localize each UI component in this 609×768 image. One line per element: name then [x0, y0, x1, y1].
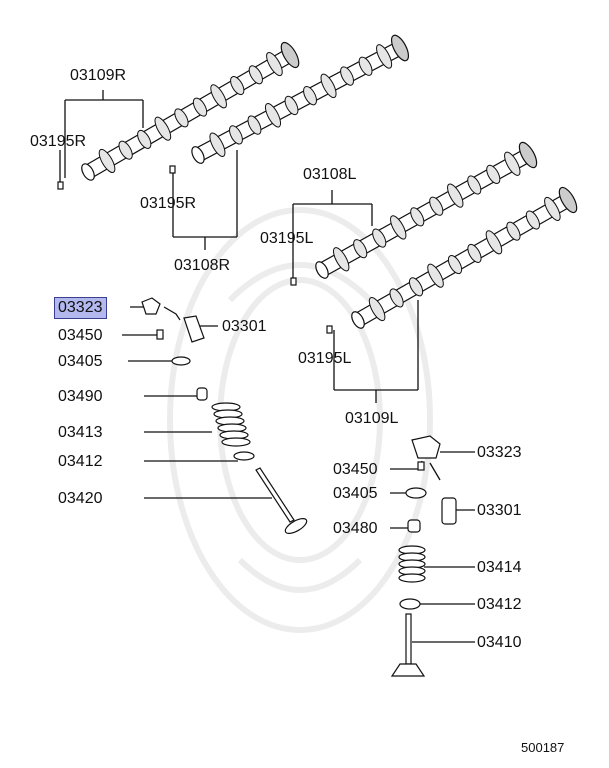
label-pin-r-a: 03195R — [30, 133, 87, 150]
label-pin-r-b: 03195R — [140, 195, 197, 212]
retainer-right — [405, 487, 427, 499]
label-spring-right: 03414 — [477, 559, 522, 576]
label-retainer-right: 03405 — [333, 485, 378, 502]
rocker-arm-right — [411, 435, 441, 459]
label-retainer-left: 03405 — [58, 353, 103, 370]
seat-right — [399, 598, 421, 610]
label-spring-left: 03413 — [58, 424, 103, 441]
valve-right-stem — [405, 613, 412, 665]
pin-03195r-mid — [169, 165, 176, 174]
spring-left — [211, 402, 251, 447]
pin-03195r-left — [57, 181, 64, 190]
label-seal-right: 03480 — [333, 520, 378, 537]
label-valve-left: 03420 — [58, 490, 103, 507]
label-cam-r-b: 03108R — [174, 257, 231, 274]
label-cam-l-a: 03108L — [303, 166, 357, 183]
rocker-arm-left — [141, 297, 161, 315]
label-cam-l-b: 03109L — [345, 410, 399, 427]
valve-left — [255, 467, 295, 523]
label-seat-left: 03412 — [58, 453, 103, 470]
spring-right — [398, 545, 426, 583]
retainer-left — [171, 356, 191, 366]
camshaft-03109l — [351, 186, 578, 329]
camshaft-03108r — [191, 34, 410, 164]
watermark-logo — [167, 207, 433, 633]
label-cam-r-a: 03109R — [70, 67, 127, 84]
lifter-left — [183, 315, 205, 343]
label-lifter-left: 03301 — [222, 318, 267, 335]
label-valve-right: 03410 — [477, 634, 522, 651]
camshaft-03109r — [81, 41, 300, 181]
label-seat-right: 03412 — [477, 596, 522, 613]
seat-left — [233, 451, 255, 461]
label-rocker-right: 03323 — [477, 444, 522, 461]
label-pin-l-a: 03195L — [260, 230, 314, 247]
screw-right — [417, 461, 425, 471]
seal-left — [196, 387, 208, 401]
label-screw-right: 03450 — [333, 461, 378, 478]
seal-right — [407, 519, 421, 533]
pin-03195l-a — [290, 277, 297, 286]
label-seal-left: 03490 — [58, 388, 103, 405]
reference-number: 500187 — [521, 740, 564, 755]
lifter-right — [441, 497, 457, 525]
valve-train-parts — [57, 165, 457, 677]
screw-left — [156, 329, 164, 340]
label-screw-left: 03450 — [58, 327, 103, 344]
label-lifter-right: 03301 — [477, 502, 522, 519]
camshaft-03108l — [315, 141, 538, 279]
label-pin-l-b: 03195L — [298, 350, 352, 367]
camshafts — [81, 34, 578, 329]
label-rocker-left-highlighted[interactable]: 03323 — [54, 297, 107, 319]
pin-03195l-b — [326, 325, 333, 334]
